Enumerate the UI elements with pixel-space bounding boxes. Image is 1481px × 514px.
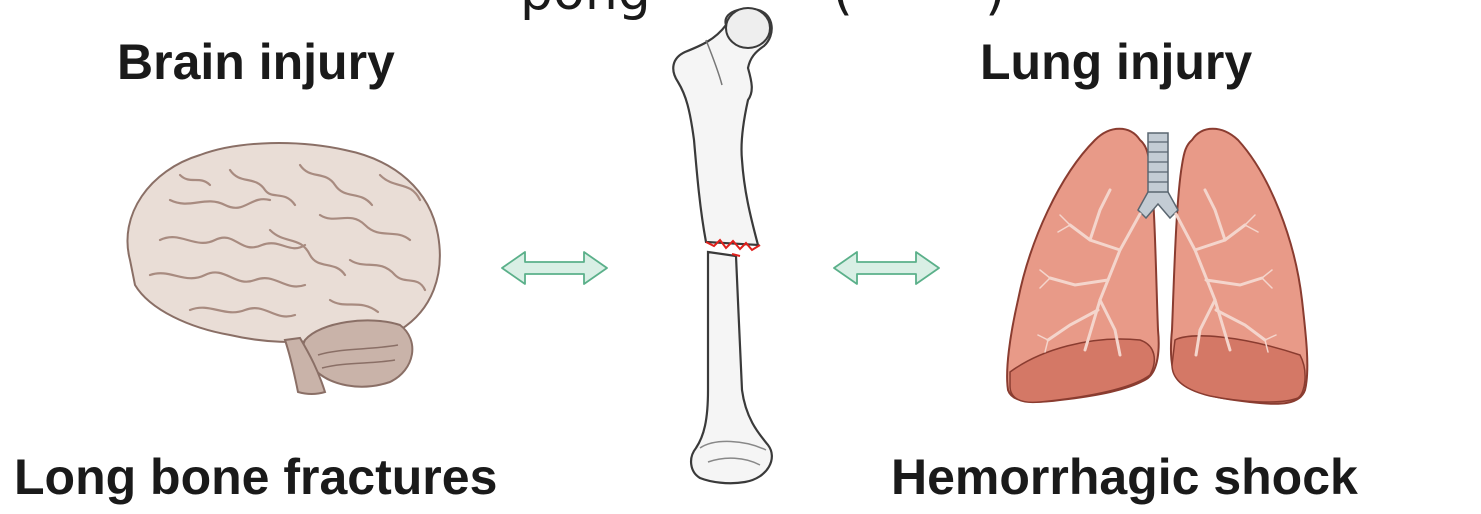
lungs-icon	[1007, 129, 1307, 404]
double-arrow-icon	[834, 252, 939, 284]
double-arrow-icon	[502, 252, 607, 284]
brain-icon	[127, 143, 439, 394]
femur-bone-icon	[673, 8, 772, 483]
